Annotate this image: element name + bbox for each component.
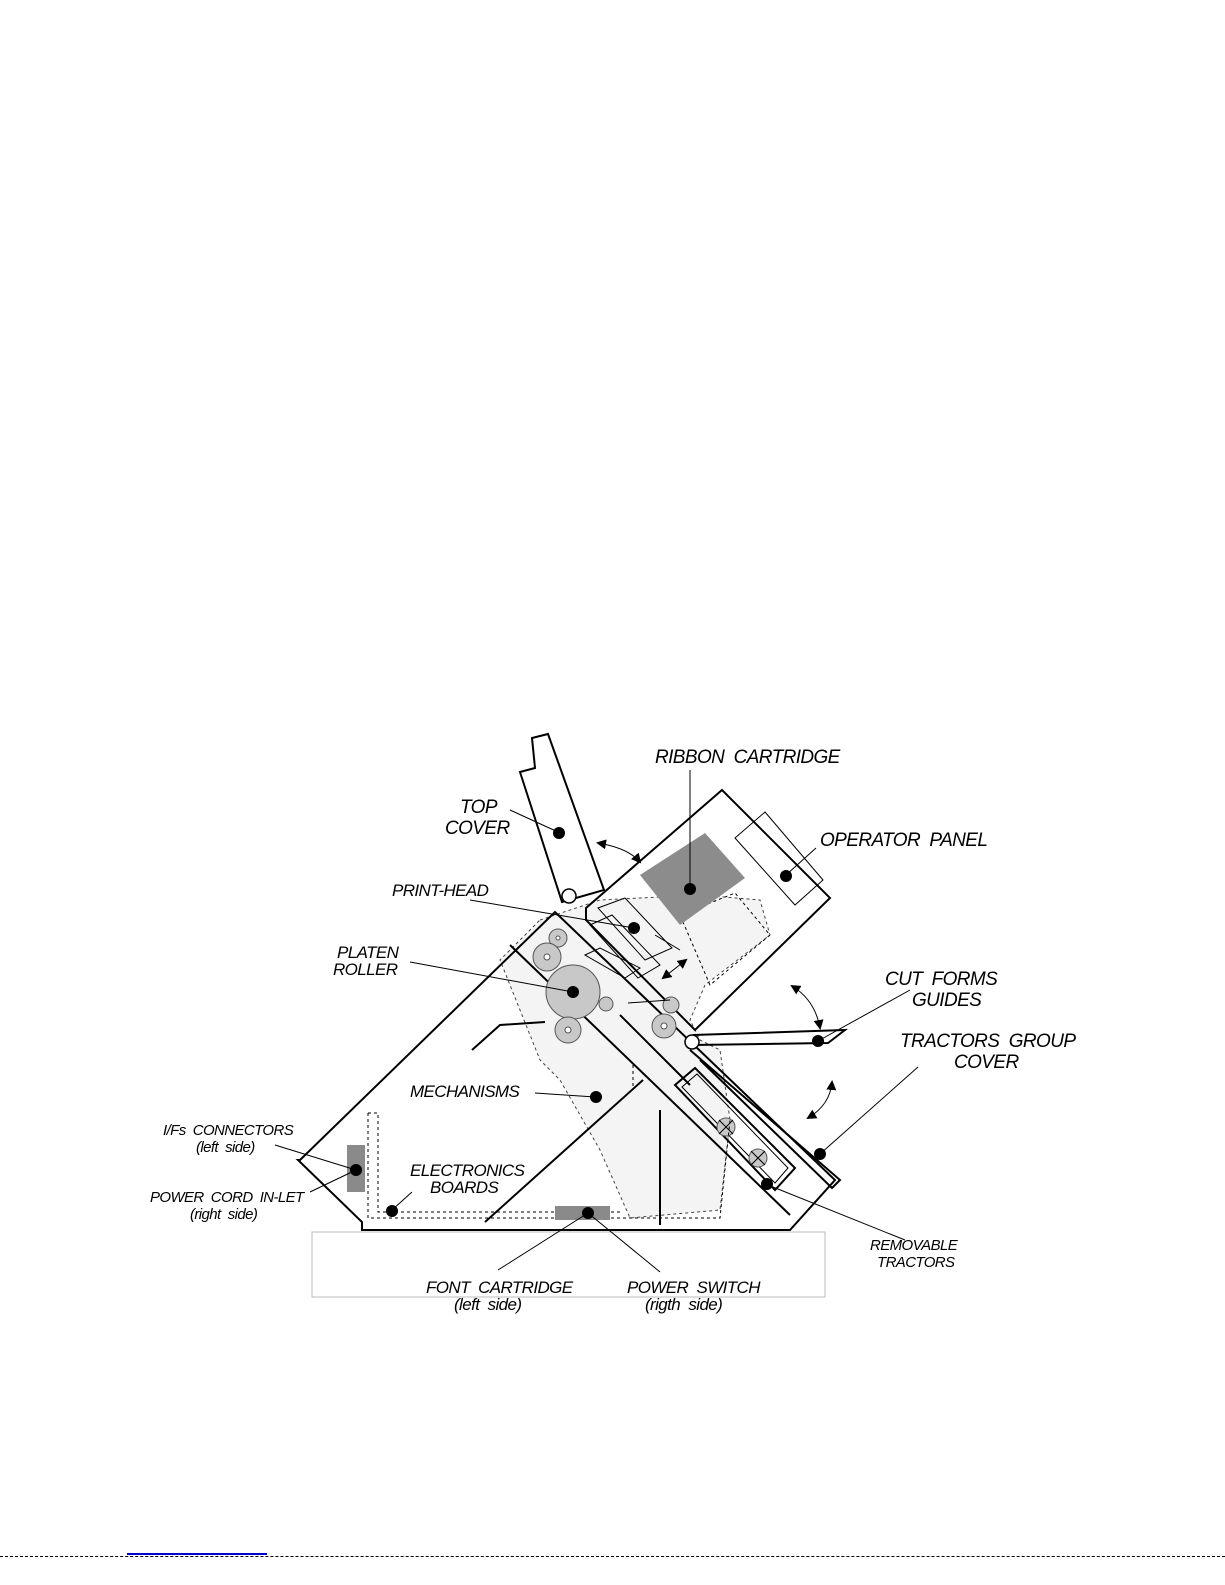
label-removable-tractors-1: REMOVABLE [870,1237,959,1254]
dot-ribbon [684,883,696,895]
gear-hub-2 [544,954,550,960]
footer-link-underline [127,1553,267,1555]
tractors-cover-motion-arrow [808,1082,832,1118]
dot-platen [567,986,579,998]
dot-operator-panel [780,870,792,882]
label-ifs-connectors-2: (left side) [196,1139,255,1156]
dot-connectors [350,1164,362,1176]
operator-panel-frame [735,812,823,905]
label-mechanisms: MECHANISMS [410,1082,520,1101]
leader-cut-forms [818,990,910,1041]
label-cut-forms-2: GUIDES [912,990,982,1011]
top-cover [520,734,604,902]
footer-dashed-rule [0,1556,1225,1557]
leader-operator-panel [786,848,816,875]
gear-hub-4 [661,1023,667,1029]
dot-top-cover [553,827,565,839]
gear-mid [599,997,613,1011]
label-ribbon-cartridge: RIBBON CARTRIDGE [655,747,841,768]
label-ifs-connectors-1: I/Fs CONNECTORS [163,1122,294,1139]
label-tractors-cover-2: COVER [954,1052,1019,1073]
label-power-cord-2: (right side) [190,1206,258,1223]
leader-tractors-cover [820,1067,918,1154]
dot-font-power [582,1207,594,1219]
label-power-cord-1: POWER CORD IN-LET [150,1189,306,1206]
label-top-cover-1: TOP [460,797,498,818]
cut-forms-motion-arrow [792,986,820,1028]
label-platen-2: ROLLER [333,960,398,979]
leader-power-switch [588,1213,660,1272]
top-cover-motion-arrow [598,843,640,862]
dot-electronics [386,1205,398,1217]
dot-mechanisms [590,1091,602,1103]
label-tractors-cover-1: TRACTORS GROUP [900,1031,1076,1052]
label-removable-tractors-2: TRACTORS [877,1254,955,1271]
label-power-switch-2: (rigth side) [645,1295,722,1314]
gear-hub-3 [565,1027,571,1033]
label-top-cover-2: COVER [445,818,510,839]
dot-tractors-cover [814,1148,826,1160]
leader-font-cartridge [498,1213,588,1270]
dot-removable-tractors [761,1178,773,1190]
mechanism-region [500,895,770,1218]
dot-print-head [628,922,640,934]
gear-right-1 [663,997,679,1013]
label-print-head: PRINT-HEAD [392,881,489,900]
gear-hub-1 [556,936,560,940]
top-cover-hinge [562,889,576,903]
label-electronics-2: BOARDS [430,1178,499,1197]
cut-forms-hinge [685,1035,699,1049]
leader-ifs-connectors [275,1145,356,1170]
dot-cut-forms [812,1035,824,1047]
label-font-cartridge-2: (left side) [454,1295,521,1314]
label-operator-panel: OPERATOR PANEL [820,830,987,851]
label-cut-forms-1: CUT FORMS [885,969,998,990]
